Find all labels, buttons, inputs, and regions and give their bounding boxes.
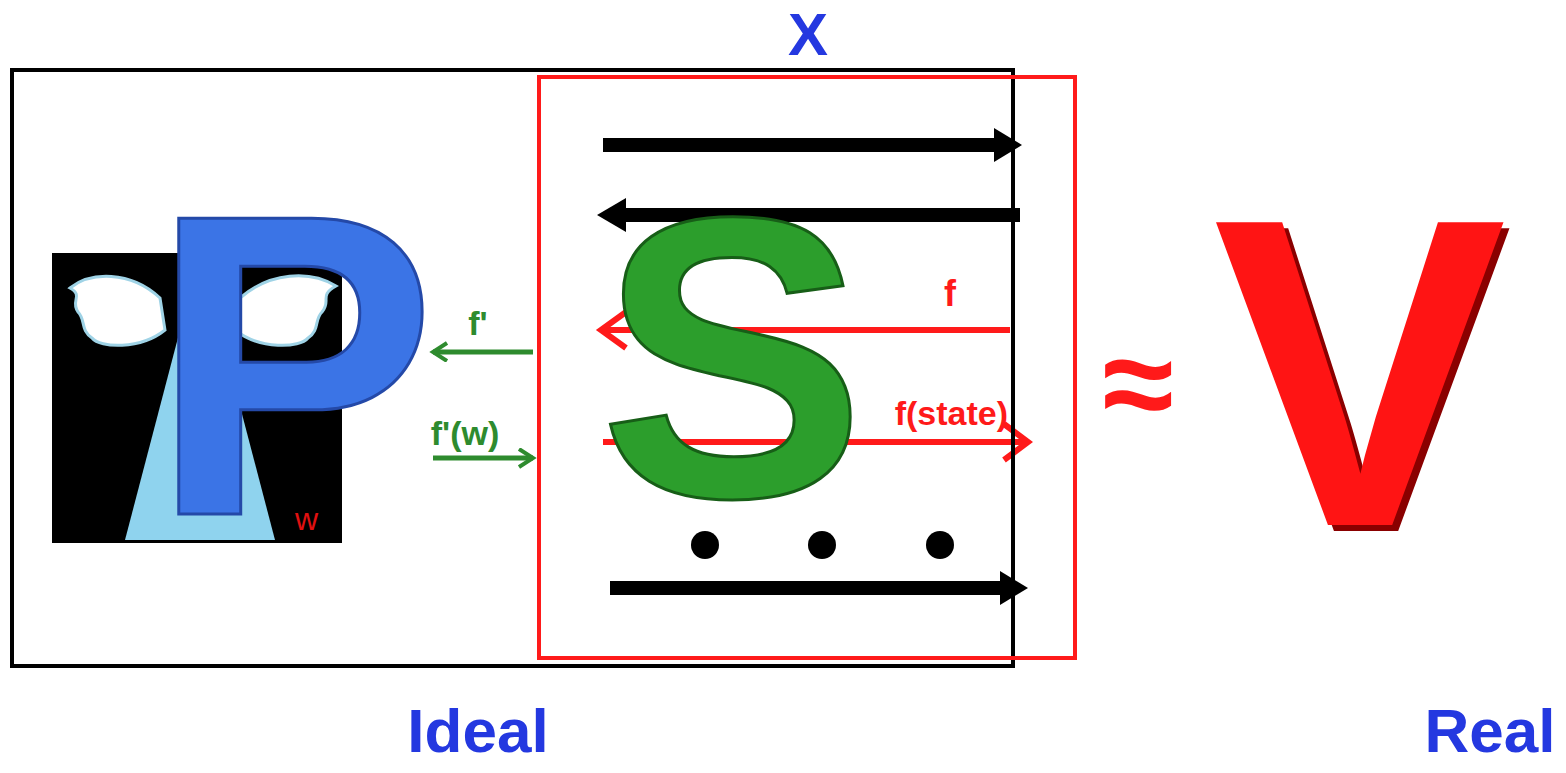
connector-arrow — [433, 456, 533, 461]
verifier-letter: V — [1213, 153, 1506, 593]
query-label: f — [944, 276, 956, 312]
simulator-box: XS — [537, 75, 1077, 660]
arrow-head — [994, 128, 1022, 162]
ellipsis-dot — [926, 531, 954, 559]
world-title: Ideal — [407, 700, 548, 762]
answer-label: f(state) — [895, 396, 1008, 430]
edge-label: f'(w) — [431, 416, 500, 450]
message-arrow — [603, 138, 996, 152]
party-box: Pw — [52, 150, 430, 545]
edge-label: f' — [468, 306, 487, 340]
connector-arrow — [433, 350, 533, 355]
simulator-letter: S — [599, 158, 866, 558]
message-arrow — [610, 581, 1002, 595]
witness-label: w — [295, 503, 318, 535]
world-title: Real — [1425, 700, 1556, 762]
approx-symbol: ≈ — [1102, 318, 1173, 448]
party-letter: P — [150, 150, 437, 580]
box-title: X — [788, 5, 828, 65]
